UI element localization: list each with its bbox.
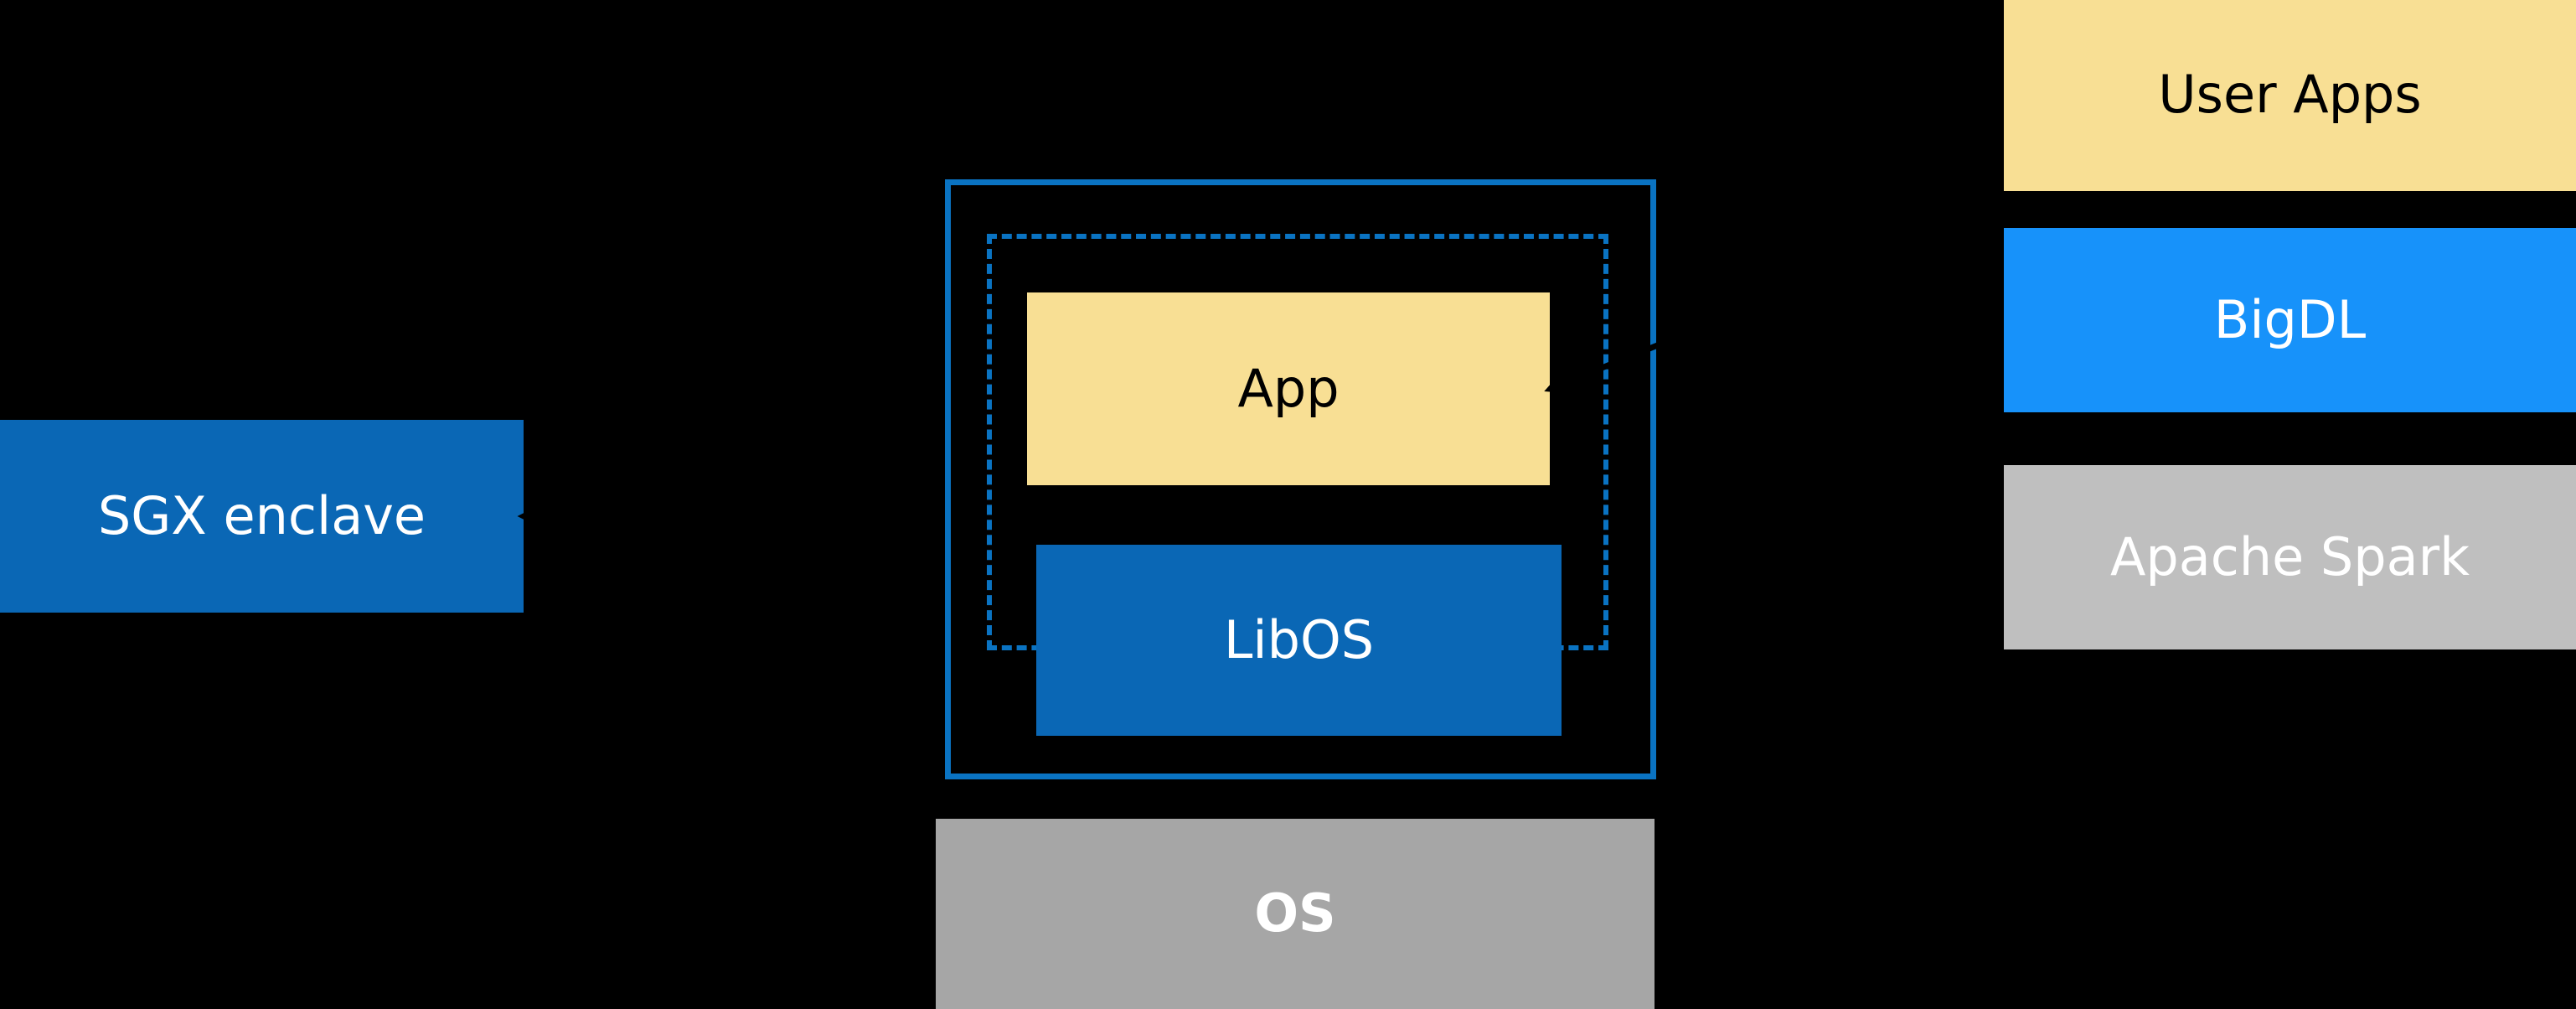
app-label: App — [1237, 357, 1340, 419]
libos-label: LibOS — [1223, 608, 1375, 670]
sgx-enclave-node[interactable]: SGX enclave — [0, 420, 524, 613]
sgx-enclave-label: SGX enclave — [97, 484, 426, 546]
connector-stack-to-enclave — [1666, 466, 2003, 556]
os-node[interactable]: OS — [936, 819, 1655, 1009]
os-label: OS — [1254, 882, 1336, 944]
user-apps-node[interactable]: User Apps — [2004, 0, 2576, 191]
app-node[interactable]: App — [1027, 292, 1550, 485]
libos-node[interactable]: LibOS — [1036, 545, 1562, 736]
bigdl-label: BigDL — [2213, 288, 2367, 350]
apache-spark-label: Apache Spark — [2109, 525, 2470, 587]
apache-spark-node[interactable]: Apache Spark — [2004, 465, 2576, 649]
enclave-outline-container — [945, 179, 1656, 779]
user-apps-label: User Apps — [2158, 64, 2422, 126]
bigdl-node[interactable]: BigDL — [2004, 228, 2576, 412]
